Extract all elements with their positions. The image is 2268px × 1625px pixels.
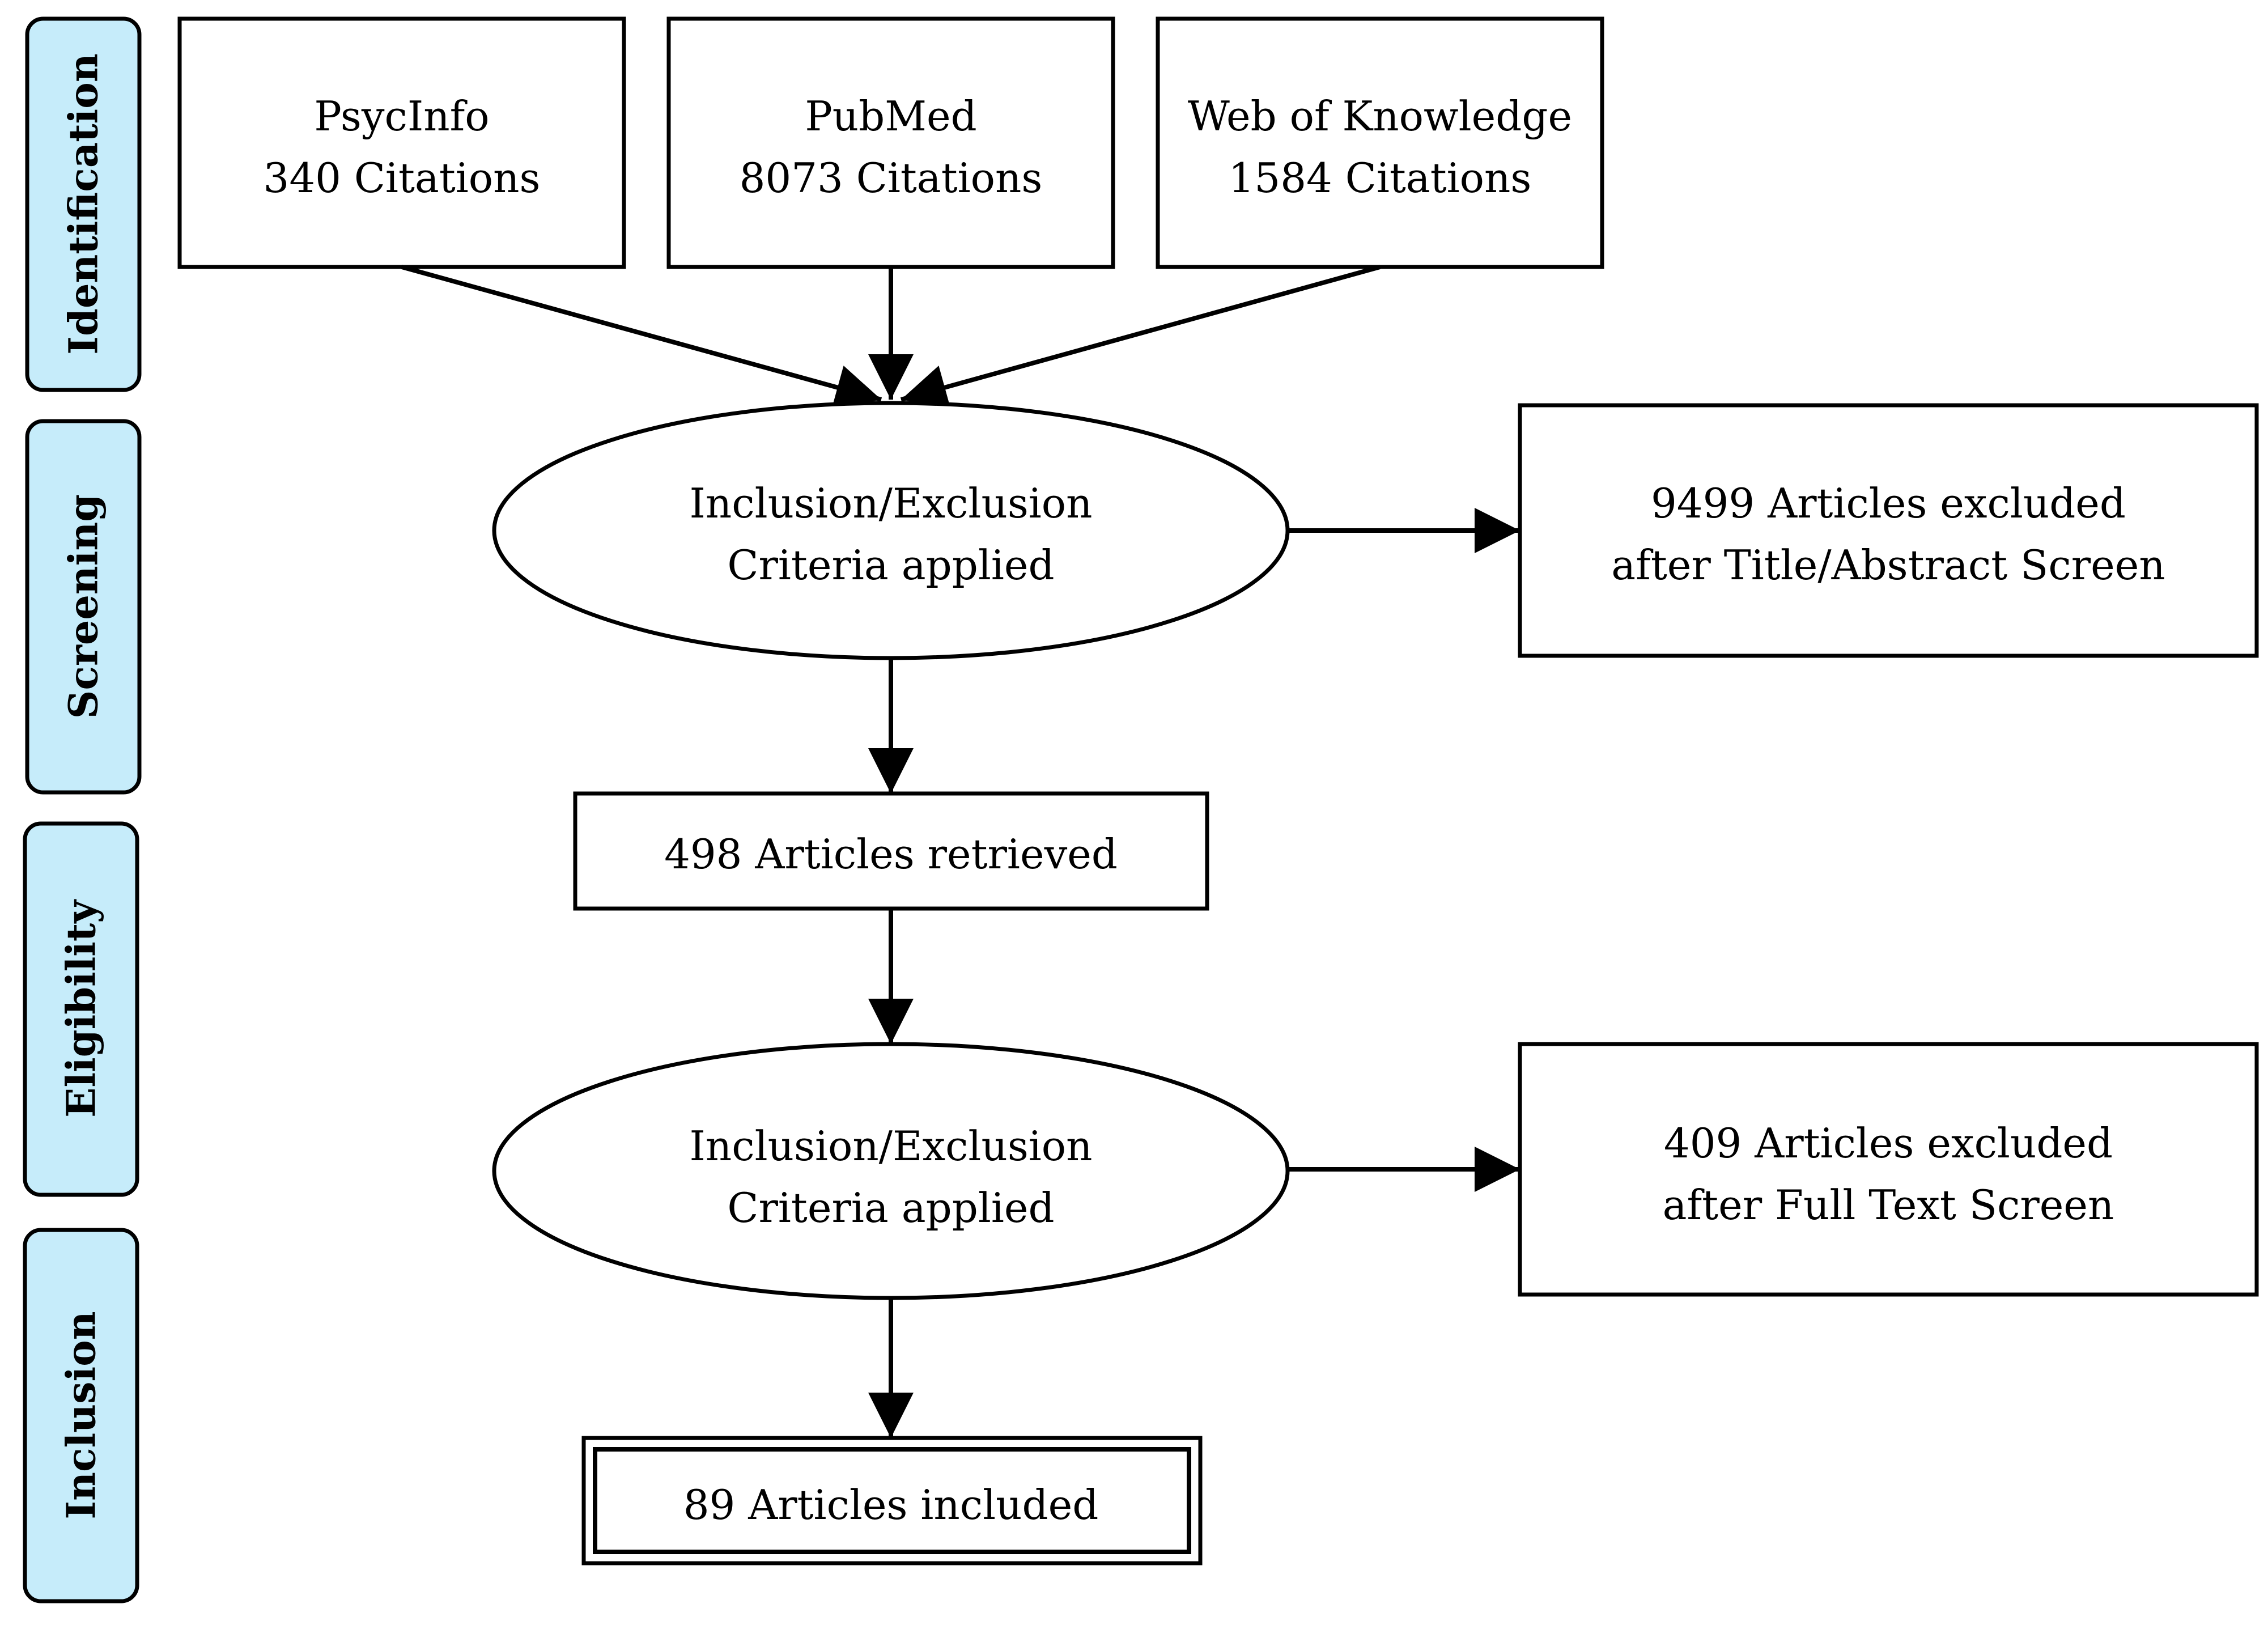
source-box bbox=[666, 16, 1115, 269]
stage-eligibility: Eligibility bbox=[23, 821, 139, 1197]
source-web-of-knowledge: Web of Knowledge 1584 Citations bbox=[1156, 16, 1604, 269]
retrieved-node: 498 Articles retrieved bbox=[573, 791, 1209, 911]
stage-box bbox=[23, 821, 139, 1197]
stage-box bbox=[23, 1228, 139, 1603]
arrow-psycinfo-to-screening bbox=[401, 265, 882, 410]
source-count: 8073 Citations bbox=[740, 154, 1043, 202]
included-label: 89 Articles included bbox=[683, 1481, 1099, 1529]
criteria-line1: Inclusion/Exclusion bbox=[689, 1122, 1092, 1170]
source-box bbox=[177, 16, 626, 269]
stage-label: Screening bbox=[60, 494, 107, 719]
included-inner-border bbox=[593, 1447, 1191, 1554]
excluded-line1: 409 Articles excluded bbox=[1664, 1119, 2113, 1167]
excluded-title-abstract: 9499 Articles excluded after Title/Abstr… bbox=[1518, 403, 2259, 658]
source-name: Web of Knowledge bbox=[1188, 92, 1572, 140]
stage-identification: Identification bbox=[25, 16, 142, 392]
stage-screening: Screening bbox=[25, 419, 142, 795]
included-node: 89 Articles included bbox=[581, 1436, 1203, 1565]
stage-label: Eligibility bbox=[58, 899, 105, 1118]
screening-criteria-node: Inclusion/Exclusion Criteria applied bbox=[492, 401, 1290, 660]
retrieved-box bbox=[573, 791, 1209, 911]
criteria-line1: Inclusion/Exclusion bbox=[689, 480, 1092, 527]
criteria-line2: Criteria applied bbox=[727, 541, 1054, 589]
source-pubmed: PubMed 8073 Citations bbox=[666, 16, 1115, 269]
source-name: PubMed bbox=[805, 92, 976, 140]
source-count: 1584 Citations bbox=[1229, 154, 1532, 202]
stage-inclusion: Inclusion bbox=[23, 1228, 139, 1603]
retrieved-label: 498 Articles retrieved bbox=[664, 830, 1118, 878]
stage-label: Identification bbox=[60, 53, 107, 354]
stage-label: Inclusion bbox=[58, 1311, 105, 1519]
source-psycinfo: PsycInfo 340 Citations bbox=[177, 16, 626, 269]
stage-box bbox=[25, 16, 142, 392]
excluded-line2: after Full Text Screen bbox=[1663, 1181, 2114, 1229]
excluded-box bbox=[1518, 403, 2259, 658]
arrow-wok-to-screening bbox=[900, 265, 1381, 410]
criteria-line2: Criteria applied bbox=[727, 1184, 1054, 1232]
source-box bbox=[1156, 16, 1604, 269]
stage-box bbox=[25, 419, 142, 795]
excluded-box bbox=[1518, 1042, 2259, 1297]
criteria-ellipse bbox=[492, 1042, 1290, 1300]
excluded-line2: after Title/Abstract Screen bbox=[1611, 541, 2165, 589]
source-count: 340 Citations bbox=[264, 154, 541, 202]
source-name: PsycInfo bbox=[314, 92, 489, 140]
included-outer-border bbox=[581, 1436, 1203, 1565]
excluded-line1: 9499 Articles excluded bbox=[1651, 480, 2126, 527]
criteria-ellipse bbox=[492, 401, 1290, 660]
eligibility-criteria-node: Inclusion/Exclusion Criteria applied bbox=[492, 1042, 1290, 1300]
excluded-full-text: 409 Articles excluded after Full Text Sc… bbox=[1518, 1042, 2259, 1297]
